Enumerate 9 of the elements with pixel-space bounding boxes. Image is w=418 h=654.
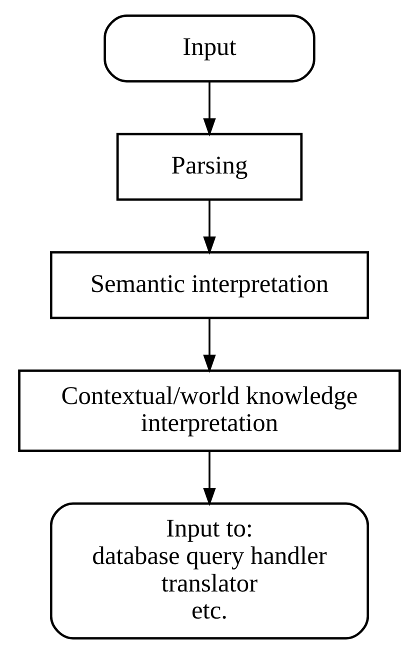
- arrow: [202, 451, 216, 506]
- arrow: [202, 200, 216, 255]
- arrow: [202, 82, 216, 136]
- node-box: Contextual/world knowledge interpretation: [18, 370, 400, 452]
- node-box: Input: [103, 14, 315, 82]
- node-box: Parsing: [116, 132, 302, 201]
- arrow: [202, 318, 216, 373]
- node-box: Input to: database query handler translator etc.: [49, 502, 369, 640]
- node-box: Semantic interpretation: [49, 251, 369, 320]
